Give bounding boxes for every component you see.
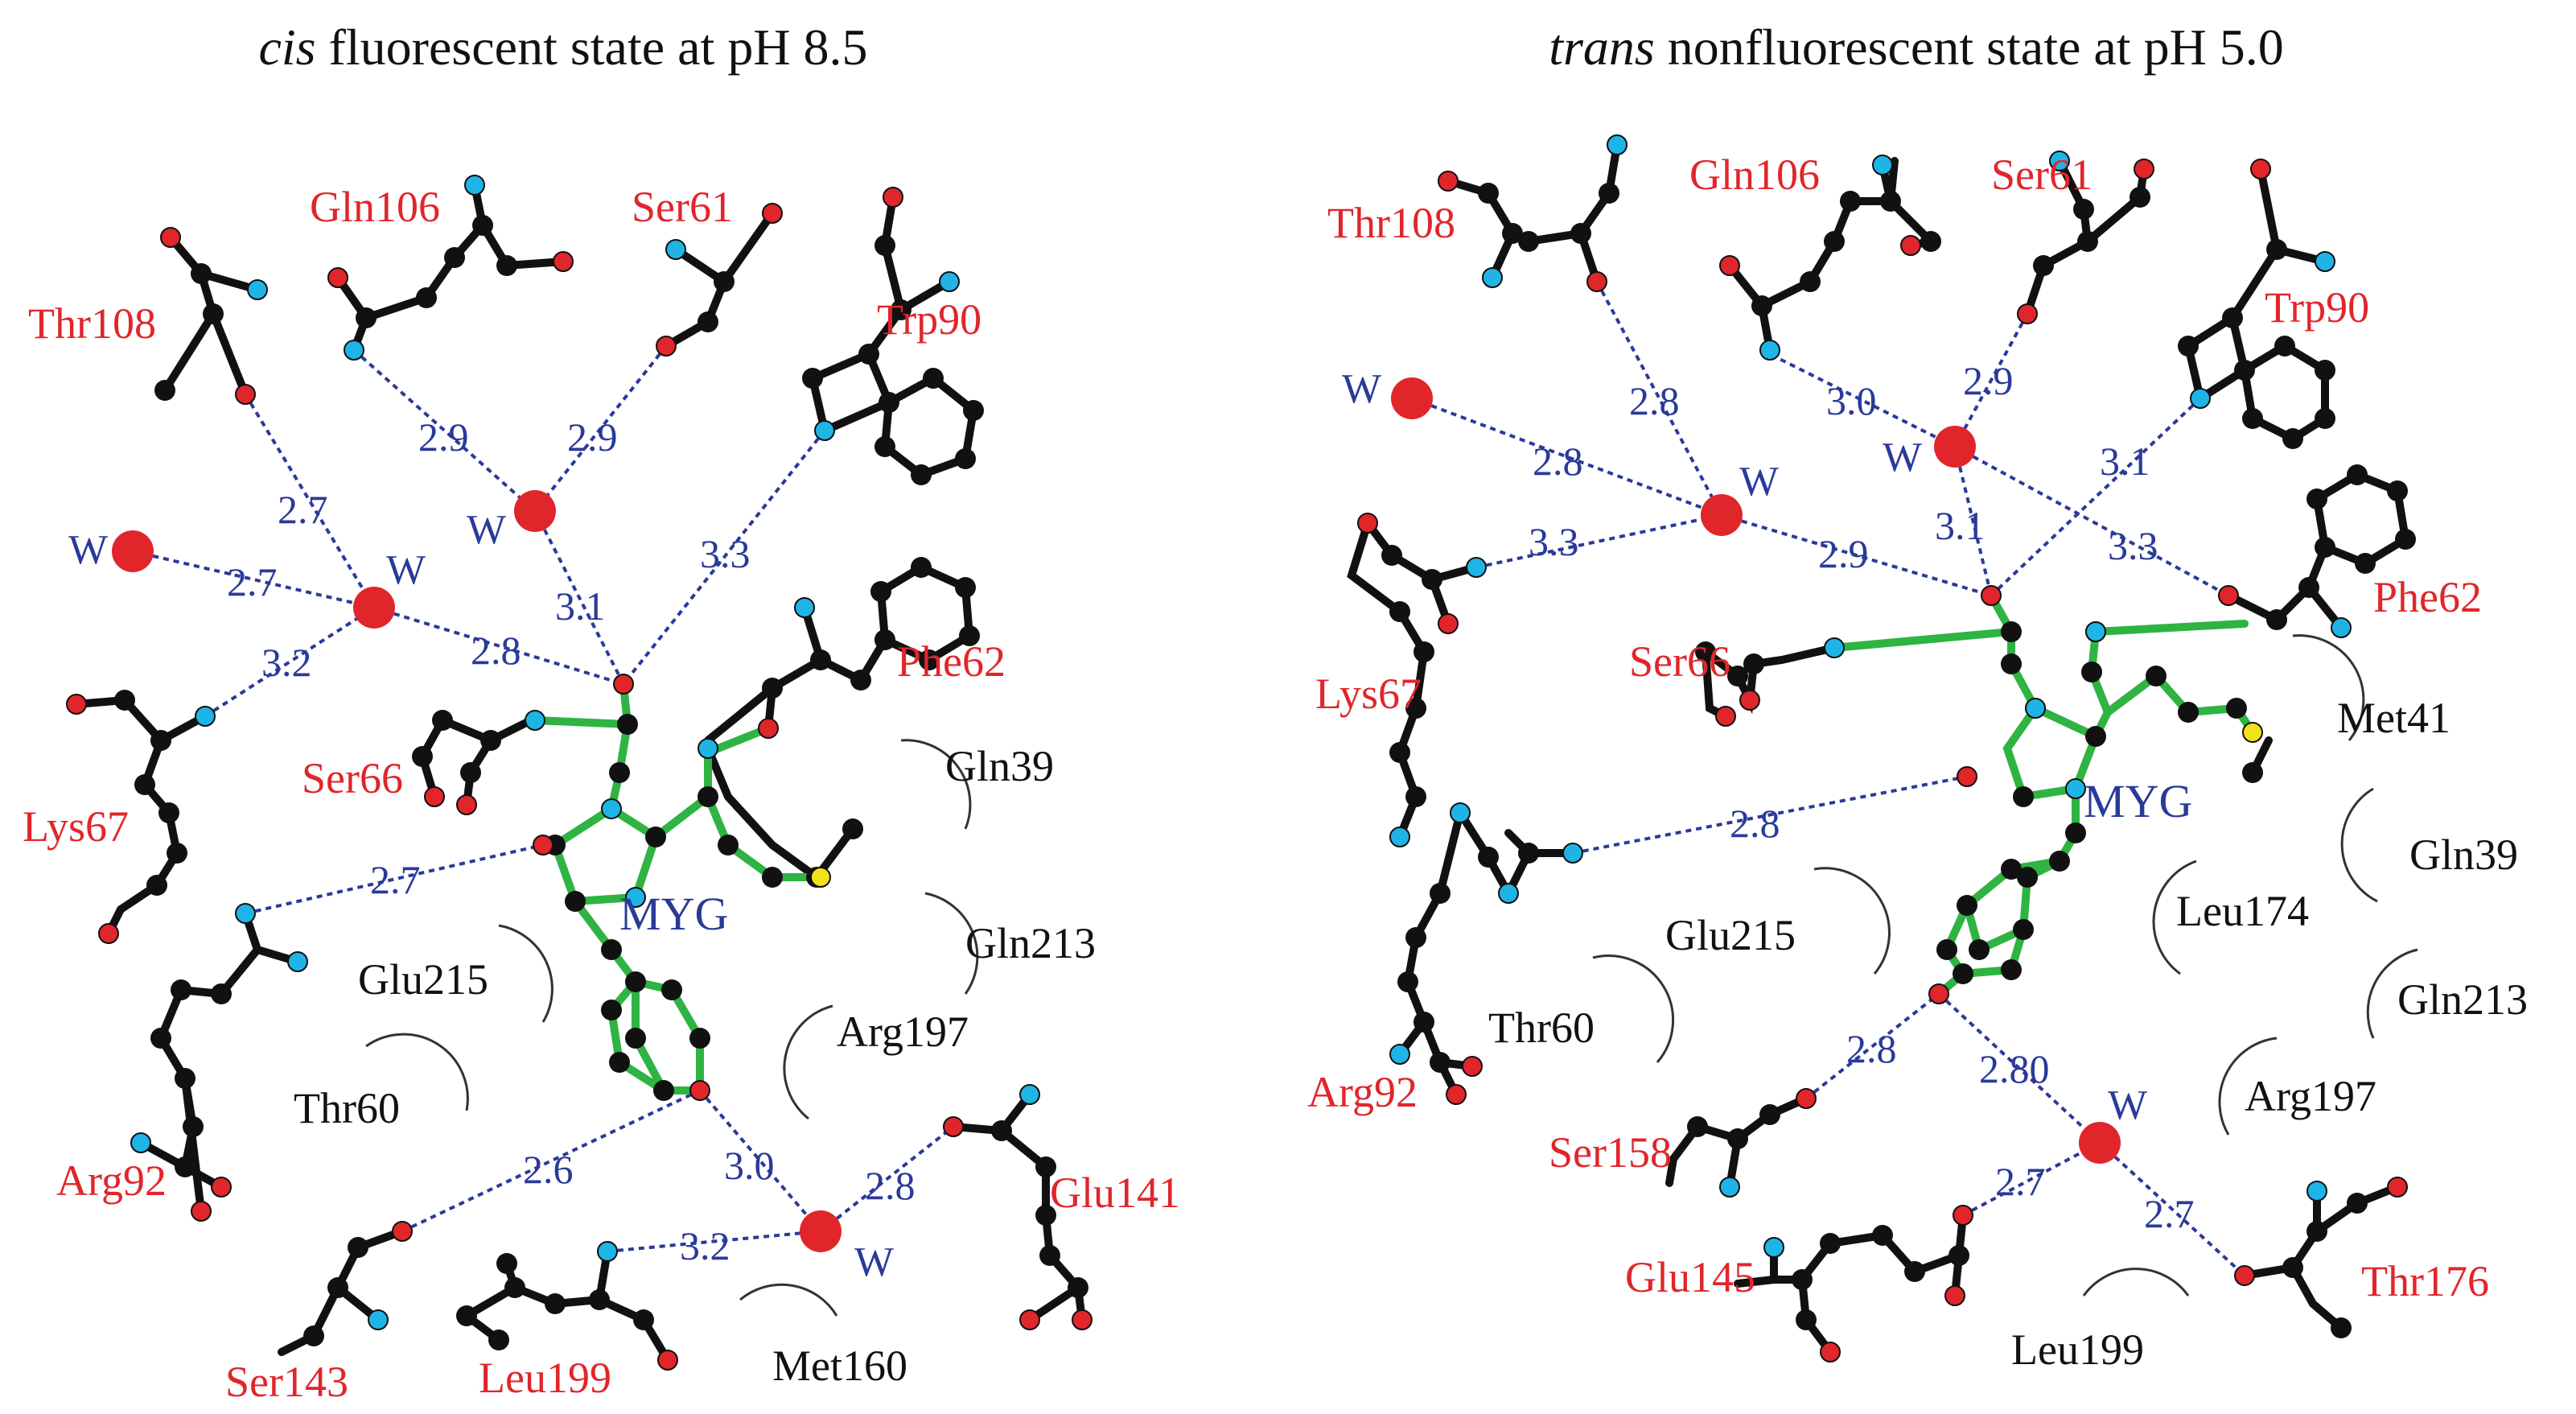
residue-cis-0: Gln106 [310, 183, 440, 231]
hydrophobic-cis-1: Gln213 [965, 919, 1096, 967]
hydrophobic-arcs-trans [1592, 634, 2418, 1297]
title-rest-cis: fluorescent state at pH 8.5 [316, 19, 868, 76]
residue-cis-6: Lys67 [23, 802, 129, 851]
water-label-cis-1: W [68, 527, 108, 573]
residue-trans-6: Ser66 [1629, 637, 1730, 686]
dist-cis-12: 3.2 [680, 1223, 730, 1268]
residue-cis-2: Thr108 [28, 299, 156, 348]
title-italic-cis: cis [258, 19, 315, 76]
dist-trans-4: 3.1 [2100, 439, 2150, 484]
residue-cis-5: Ser66 [302, 754, 403, 802]
dist-trans-9: 2.8 [1730, 801, 1780, 846]
title-italic-trans: trans [1549, 19, 1655, 76]
dist-trans-11: 2.80 [1979, 1046, 2050, 1091]
dist-trans-1: 3.0 [1826, 378, 1877, 423]
hydrophobic-cis-0: Gln39 [945, 742, 1054, 790]
residue-trans-10: Thr176 [2361, 1257, 2489, 1305]
hydrophobic-cis-5: Met160 [772, 1342, 907, 1390]
residue-trans-4: Phe62 [2373, 573, 2482, 621]
dist-cis-11: 2.8 [865, 1163, 916, 1208]
dist-cis-1: 2.9 [567, 414, 618, 460]
water-label-trans-2: W [1883, 435, 1922, 480]
hydrophobic-trans-0: Met41 [2337, 694, 2450, 742]
hydrophobic-trans-1: Gln39 [2409, 831, 2518, 879]
water-label-cis-3: W [854, 1239, 894, 1285]
residue-trans-8: Ser158 [1549, 1128, 1672, 1177]
dist-trans-13: 2.7 [2144, 1191, 2195, 1236]
water-label-trans-0: W [1342, 366, 1381, 412]
residue-trans-1: Gln106 [1689, 150, 1820, 199]
residue-cis-9: Ser143 [225, 1358, 348, 1406]
hydrophobic-cis-4: Thr60 [294, 1084, 400, 1132]
dist-trans-2: 2.9 [1963, 358, 2014, 403]
residue-trans-7: Arg92 [1307, 1068, 1418, 1116]
dist-trans-6: 3.3 [1529, 519, 1579, 564]
hydrophobic-trans-7: Leu199 [2011, 1325, 2144, 1374]
water-label-cis-0: W [467, 507, 506, 553]
panel-title-cis: cis fluorescent state at pH 8.5 [258, 19, 867, 76]
dist-trans-8: 2.9 [1818, 531, 1869, 576]
residue-trans-0: Thr108 [1327, 199, 1455, 247]
dist-cis-4: 2.7 [227, 559, 278, 604]
residue-trans-5: Lys67 [1315, 670, 1422, 718]
panel-title-trans: trans nonfluorescent state at pH 5.0 [1549, 19, 2284, 76]
dist-trans-7: 3.3 [2108, 523, 2158, 568]
dist-cis-5: 3.1 [555, 583, 606, 629]
hydrophobic-cis-3: Arg197 [837, 1008, 969, 1056]
dist-cis-7: 3.2 [261, 640, 312, 685]
dist-trans-12: 2.7 [1995, 1159, 2046, 1204]
residue-cis-1: Ser61 [632, 183, 733, 231]
hbonds-trans [1411, 281, 2246, 1277]
atoms-cis [66, 175, 1093, 1371]
ligand-label-trans: MYG [2084, 775, 2192, 827]
dist-trans-5: 3.1 [1935, 503, 1985, 548]
hydrophobic-cis-2: Glu215 [358, 955, 488, 1004]
dist-cis-0: 2.9 [418, 414, 469, 460]
dist-trans-10: 2.8 [1846, 1026, 1897, 1071]
water-label-trans-3: W [2108, 1082, 2147, 1128]
hydrophobic-arcs-cis [365, 739, 979, 1317]
residue-cis-4: Phe62 [897, 637, 1006, 686]
residue-bonds-trans [1347, 141, 2410, 1356]
residue-trans-3: Trp90 [2265, 283, 2369, 332]
dist-cis-3: 3.3 [700, 531, 751, 576]
dist-trans-3: 2.8 [1533, 439, 1583, 484]
water-label-cis-2: W [386, 547, 426, 593]
hydrophobic-trans-6: Arg197 [2245, 1072, 2376, 1120]
ligand-label-cis: MYG [619, 888, 728, 940]
residue-cis-7: Arg92 [56, 1156, 167, 1205]
water-label-trans-1: W [1739, 459, 1779, 505]
hydrophobic-trans-4: Gln213 [2397, 975, 2528, 1024]
residue-cis-10: Leu199 [479, 1354, 611, 1402]
dist-cis-9: 2.6 [523, 1147, 574, 1192]
dist-cis-8: 2.7 [370, 857, 421, 902]
dist-cis-10: 3.0 [724, 1143, 775, 1188]
residue-cis-8: Glu141 [1050, 1169, 1180, 1217]
residue-trans-9: Glu145 [1625, 1253, 1755, 1301]
panel-cis: 2.9 2.9 2.7 3.3 2.7 3.1 2.8 3.2 2.7 2.6 … [23, 175, 1180, 1406]
title-rest-trans: nonfluorescent state at pH 5.0 [1655, 19, 2284, 76]
atoms-trans [1357, 134, 2416, 1362]
hbonds-cis [132, 344, 955, 1253]
panel-trans: 2.8 3.0 2.9 2.8 3.1 3.1 3.3 3.3 2.9 2.8 … [1307, 134, 2528, 1374]
hydrophobic-trans-3: Glu215 [1665, 911, 1796, 959]
dist-cis-6: 2.8 [471, 628, 521, 673]
dist-cis-2: 2.7 [278, 487, 328, 532]
dist-trans-0: 2.8 [1629, 378, 1680, 423]
hydrophobic-trans-2: Leu174 [2176, 887, 2309, 935]
residue-trans-2: Ser61 [1991, 150, 2092, 199]
residue-cis-3: Trp90 [877, 295, 981, 344]
hydrophobic-trans-5: Thr60 [1488, 1004, 1595, 1052]
